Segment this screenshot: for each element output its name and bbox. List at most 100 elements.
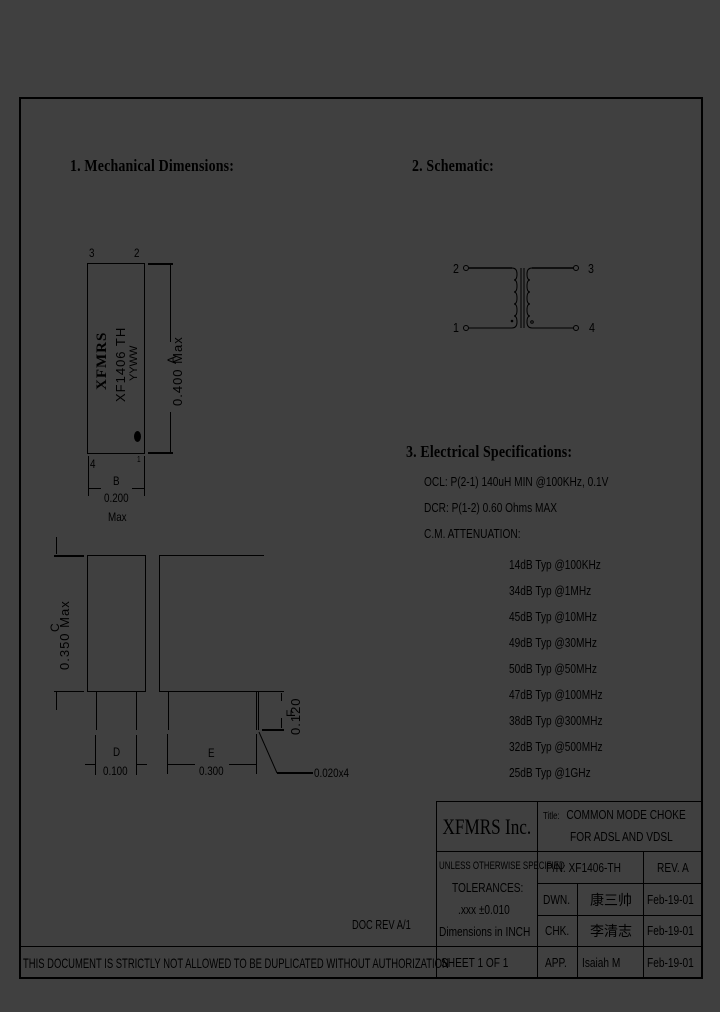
tb-top-border bbox=[436, 801, 701, 802]
dim-e-line-left bbox=[168, 764, 195, 765]
sheet-number: SHEET 1 OF 1 bbox=[441, 955, 509, 970]
dim-a-line-bottom bbox=[170, 412, 171, 452]
pin-3-label: 3 bbox=[89, 246, 95, 260]
dwn-label: DWN. bbox=[543, 892, 571, 907]
app-label: APP. bbox=[545, 955, 567, 970]
company-name-cell: XFMRS Inc. bbox=[437, 802, 537, 851]
dim-b-label: B bbox=[113, 474, 120, 488]
dim-d-arrow-right bbox=[137, 764, 147, 765]
duplication-notice: THIS DOCUMENT IS STRICTLY NOT ALLOWED TO… bbox=[23, 955, 449, 971]
end-view-top-edge bbox=[159, 555, 264, 556]
attenuation-row: 14dB Typ @100KHz bbox=[509, 557, 601, 572]
pin-1-label: 1 bbox=[137, 455, 141, 464]
marking-brand: XFMRS bbox=[94, 331, 110, 390]
dwn-signature: 康三帅 bbox=[590, 893, 632, 909]
dim-b-value: 0.200 bbox=[104, 491, 129, 505]
dim-e-ext-left bbox=[167, 734, 168, 774]
schematic-pin-2: 2 bbox=[453, 261, 459, 276]
tb-col-divider-date bbox=[643, 851, 644, 977]
dim-d-ext-right bbox=[136, 735, 137, 775]
dim-a-value: 0.400 Max bbox=[170, 336, 185, 406]
attenuation-row: 50dB Typ @50MHz bbox=[509, 661, 597, 676]
marking-part-number: XF1406 TH bbox=[113, 326, 128, 402]
dim-c-tick-top bbox=[56, 537, 57, 554]
dim-a-line-top bbox=[170, 265, 171, 342]
dim-d-arrow-left bbox=[85, 764, 95, 765]
pin-diameter-value: 0.020x4 bbox=[314, 766, 350, 780]
end-lead-right-a bbox=[256, 692, 257, 730]
cm-attenuation-label: C.M. ATTENUATION: bbox=[424, 526, 521, 541]
tb-left-border bbox=[436, 801, 437, 977]
chk-date: Feb-19-01 bbox=[647, 923, 694, 938]
component-body-side bbox=[87, 555, 146, 692]
tb-row-divider-2 bbox=[537, 883, 701, 884]
dim-f-tick-bottom bbox=[281, 718, 282, 728]
app-name: Isaiah M bbox=[582, 955, 621, 970]
dwn-date: Feb-19-01 bbox=[647, 892, 694, 907]
marking-date-code: YYWW bbox=[128, 345, 140, 381]
dim-d-label: D bbox=[113, 745, 121, 759]
tb-row-divider-3 bbox=[537, 915, 701, 916]
dim-e-line-right bbox=[229, 764, 256, 765]
tolerance-value: .xxx ±0.010 bbox=[458, 902, 510, 917]
component-body-top bbox=[87, 263, 145, 454]
end-view-bottom-edge bbox=[159, 691, 284, 692]
company-name: XFMRS Inc. bbox=[442, 813, 532, 839]
title-text-2: FOR ADSL AND VDSL bbox=[570, 829, 673, 844]
dim-a-ext-top bbox=[148, 263, 173, 265]
ocl-spec: OCL: P(2-1) 140uH MIN @100KHz, 0.1V bbox=[424, 474, 609, 489]
attenuation-row: 25dB Typ @1GHz bbox=[509, 765, 591, 780]
dim-c-ext-bottom bbox=[54, 691, 84, 692]
mechanical-dimensions-heading: 1. Mechanical Dimensions: bbox=[70, 156, 235, 175]
tb-col-divider-name bbox=[577, 883, 578, 977]
tolerances-label: TOLERANCES: bbox=[452, 880, 524, 895]
pin-1-dot-icon bbox=[134, 431, 141, 442]
dim-e-ext-right bbox=[256, 734, 257, 774]
end-lead-left bbox=[168, 692, 169, 730]
chk-label: CHK. bbox=[545, 923, 570, 938]
transformer-symbol bbox=[463, 265, 579, 331]
tb-row-divider-1 bbox=[436, 851, 701, 852]
dim-d-ext-left bbox=[95, 735, 96, 775]
tb-col-divider-1 bbox=[537, 801, 538, 977]
dim-c-value: 0.350 Max bbox=[57, 600, 72, 670]
chk-signature: 李清志 bbox=[590, 924, 632, 940]
end-view-left-edge bbox=[159, 555, 160, 692]
lead-left bbox=[96, 692, 97, 730]
drawing-frame bbox=[19, 97, 703, 979]
doc-revision: DOC REV A/1 bbox=[352, 917, 411, 932]
attenuation-row: 45dB Typ @10MHz bbox=[509, 609, 597, 624]
dim-b-max: Max bbox=[108, 510, 127, 524]
units-note: Dimensions in INCH bbox=[439, 924, 531, 939]
dim-e-label: E bbox=[208, 746, 215, 760]
attenuation-row: 47dB Typ @100MHz bbox=[509, 687, 603, 702]
lead-right bbox=[136, 692, 137, 730]
tb-row-divider-4 bbox=[19, 946, 701, 947]
part-number: P/N: XF1406-TH bbox=[546, 860, 621, 875]
dcr-spec: DCR: P(1-2) 0.60 Ohms MAX bbox=[424, 500, 557, 515]
end-lead-right-b bbox=[258, 692, 259, 730]
dim-c-tick-bottom bbox=[56, 692, 57, 710]
dim-b-arrow-right bbox=[132, 488, 144, 489]
dim-d-value: 0.100 bbox=[103, 764, 128, 778]
pin-4-label: 4 bbox=[90, 457, 96, 471]
title-text-1: COMMON MODE CHOKE bbox=[566, 807, 686, 822]
pin-2-label: 2 bbox=[134, 246, 140, 260]
title-prefix: Title: bbox=[543, 811, 560, 822]
schematic-pin-3: 3 bbox=[588, 261, 594, 276]
pin-diameter-leader bbox=[258, 731, 313, 774]
attenuation-row: 49dB Typ @30MHz bbox=[509, 635, 597, 650]
schematic-pin-4: 4 bbox=[589, 320, 595, 335]
dim-a-ext-bottom bbox=[148, 452, 173, 454]
schematic-pin-1: 1 bbox=[453, 320, 459, 335]
app-date: Feb-19-01 bbox=[647, 955, 694, 970]
dim-c-ext-top bbox=[54, 555, 84, 557]
dim-b-arrow-left bbox=[89, 488, 101, 489]
revision: REV. A bbox=[657, 860, 689, 875]
attenuation-row: 38dB Typ @300MHz bbox=[509, 713, 603, 728]
dim-f-ext-bottom bbox=[262, 729, 284, 731]
dim-e-value: 0.300 bbox=[199, 764, 224, 778]
attenuation-row: 34dB Typ @1MHz bbox=[509, 583, 592, 598]
unless-specified: UNLESS OTHERWISE SPECIFIED bbox=[439, 860, 565, 872]
electrical-specs-heading: 3. Electrical Specifications: bbox=[406, 442, 573, 461]
